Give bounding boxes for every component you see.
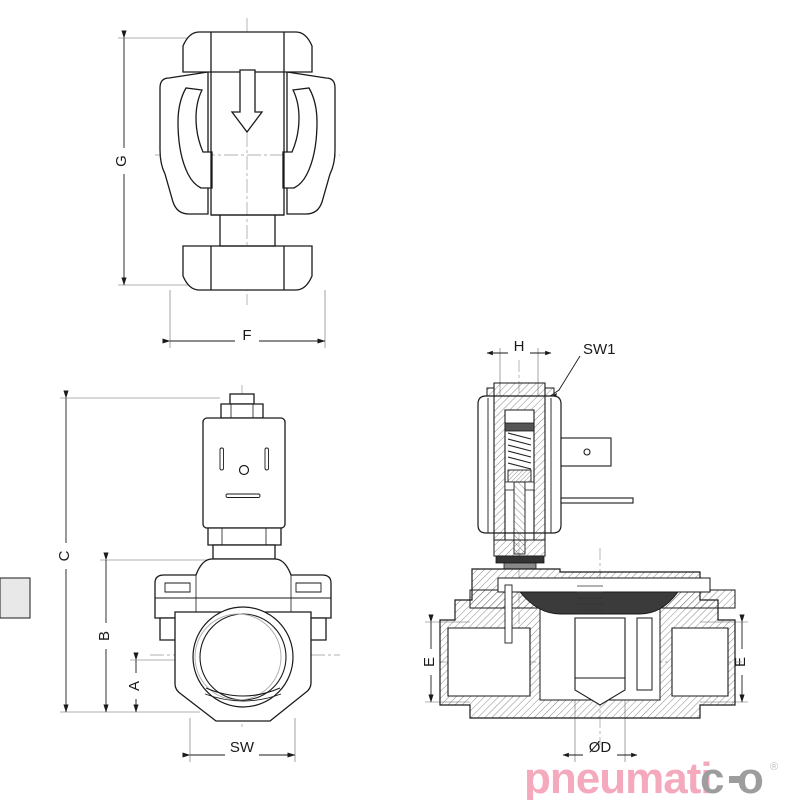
section-spring-coils (507, 432, 532, 470)
watermark-text-secondary: c (700, 754, 724, 800)
section-electrical-connector (560, 437, 634, 504)
top-left-inner-hook (177, 87, 213, 189)
front-coil-slot-right (264, 447, 269, 471)
watermark-logo: pneumati c o ® (524, 754, 778, 800)
front-base-nut (207, 527, 282, 546)
flow-direction-arrow-icon (230, 69, 264, 134)
section-view: H SW1 E E ØD (0, 337, 749, 762)
section-bleed-stem (504, 584, 513, 644)
section-left-bore (447, 627, 531, 697)
watermark-text-primary: pneumati (524, 754, 712, 800)
top-lower-hex-nut (182, 245, 313, 291)
connector-mounting-hole (583, 448, 591, 456)
section-seal-washer (503, 562, 537, 570)
front-top-collar (220, 403, 264, 419)
dimension-F: F (162, 326, 326, 344)
dimension-OD: ØD (562, 736, 638, 758)
dimension-label-F: F (242, 327, 251, 344)
dimension-E-left: E (418, 614, 438, 703)
front-flange-recess-left (164, 582, 191, 593)
dimension-label-A: A (126, 681, 143, 691)
section-stem-collar-left (504, 481, 515, 491)
front-coil-center-hole (238, 464, 250, 476)
dimension-label-E-left: E (421, 657, 438, 667)
section-seal-ring (495, 555, 545, 564)
dimension-label-SW: SW (230, 739, 255, 756)
dimension-A: A (123, 652, 143, 713)
section-valve-body (0, 568, 736, 719)
dimension-B: B (93, 552, 113, 713)
dimension-label-B: B (96, 631, 113, 641)
section-diaphragm (519, 591, 679, 615)
watermark-registered-mark: ® (770, 761, 778, 773)
front-view: C B A SW (53, 385, 340, 762)
front-coil-slot-left (219, 447, 224, 471)
dimension-SW: SW (182, 738, 296, 758)
watermark-connector-dash (729, 776, 741, 783)
front-port-bottom-arc (205, 687, 281, 697)
dimension-G: G (110, 30, 130, 286)
dimension-label-C: C (56, 550, 73, 561)
section-spring-seat (504, 422, 535, 432)
front-view-geometry (154, 393, 332, 722)
top-view: G F (110, 18, 340, 348)
front-bonnet-flange (154, 558, 332, 619)
front-top-cap-nut (229, 393, 255, 405)
section-seat-cone (574, 617, 626, 706)
front-port-bottom-arc-2 (204, 693, 282, 702)
section-armature (507, 469, 532, 483)
front-coil-slot-bottom (225, 493, 261, 498)
top-view-geometry (159, 31, 336, 291)
watermark-text-tertiary: o (737, 754, 764, 800)
dimension-label-OD: ØD (589, 739, 612, 756)
dimension-label-SW1: SW1 (583, 341, 616, 358)
section-outlet-wall (636, 617, 653, 691)
section-right-bore (671, 627, 729, 697)
front-flange-recess-right (295, 582, 322, 593)
section-stem-collar-right (524, 481, 535, 491)
connector-terminal-pin (560, 497, 634, 504)
front-port-thread-circle (194, 613, 282, 701)
front-port-mid-circle (199, 613, 287, 701)
top-upper-hex-nut (182, 31, 313, 73)
front-bonnet-neck (212, 544, 276, 560)
section-top-nut-shoulders (486, 387, 555, 397)
dimension-H: H (486, 337, 552, 356)
section-solenoid-core (486, 382, 555, 570)
top-right-inner-hook (282, 87, 318, 189)
dimension-label-G: G (113, 155, 130, 167)
section-pilot-plug (0, 577, 31, 619)
section-pilot-threads (577, 585, 603, 611)
dimension-C: C (53, 390, 73, 713)
section-lower-tube-flange (493, 539, 546, 557)
section-top-nut (493, 382, 546, 397)
top-center-stem (219, 215, 276, 247)
section-diaphragm-cavity (497, 577, 711, 593)
dimension-label-H: H (514, 338, 525, 355)
